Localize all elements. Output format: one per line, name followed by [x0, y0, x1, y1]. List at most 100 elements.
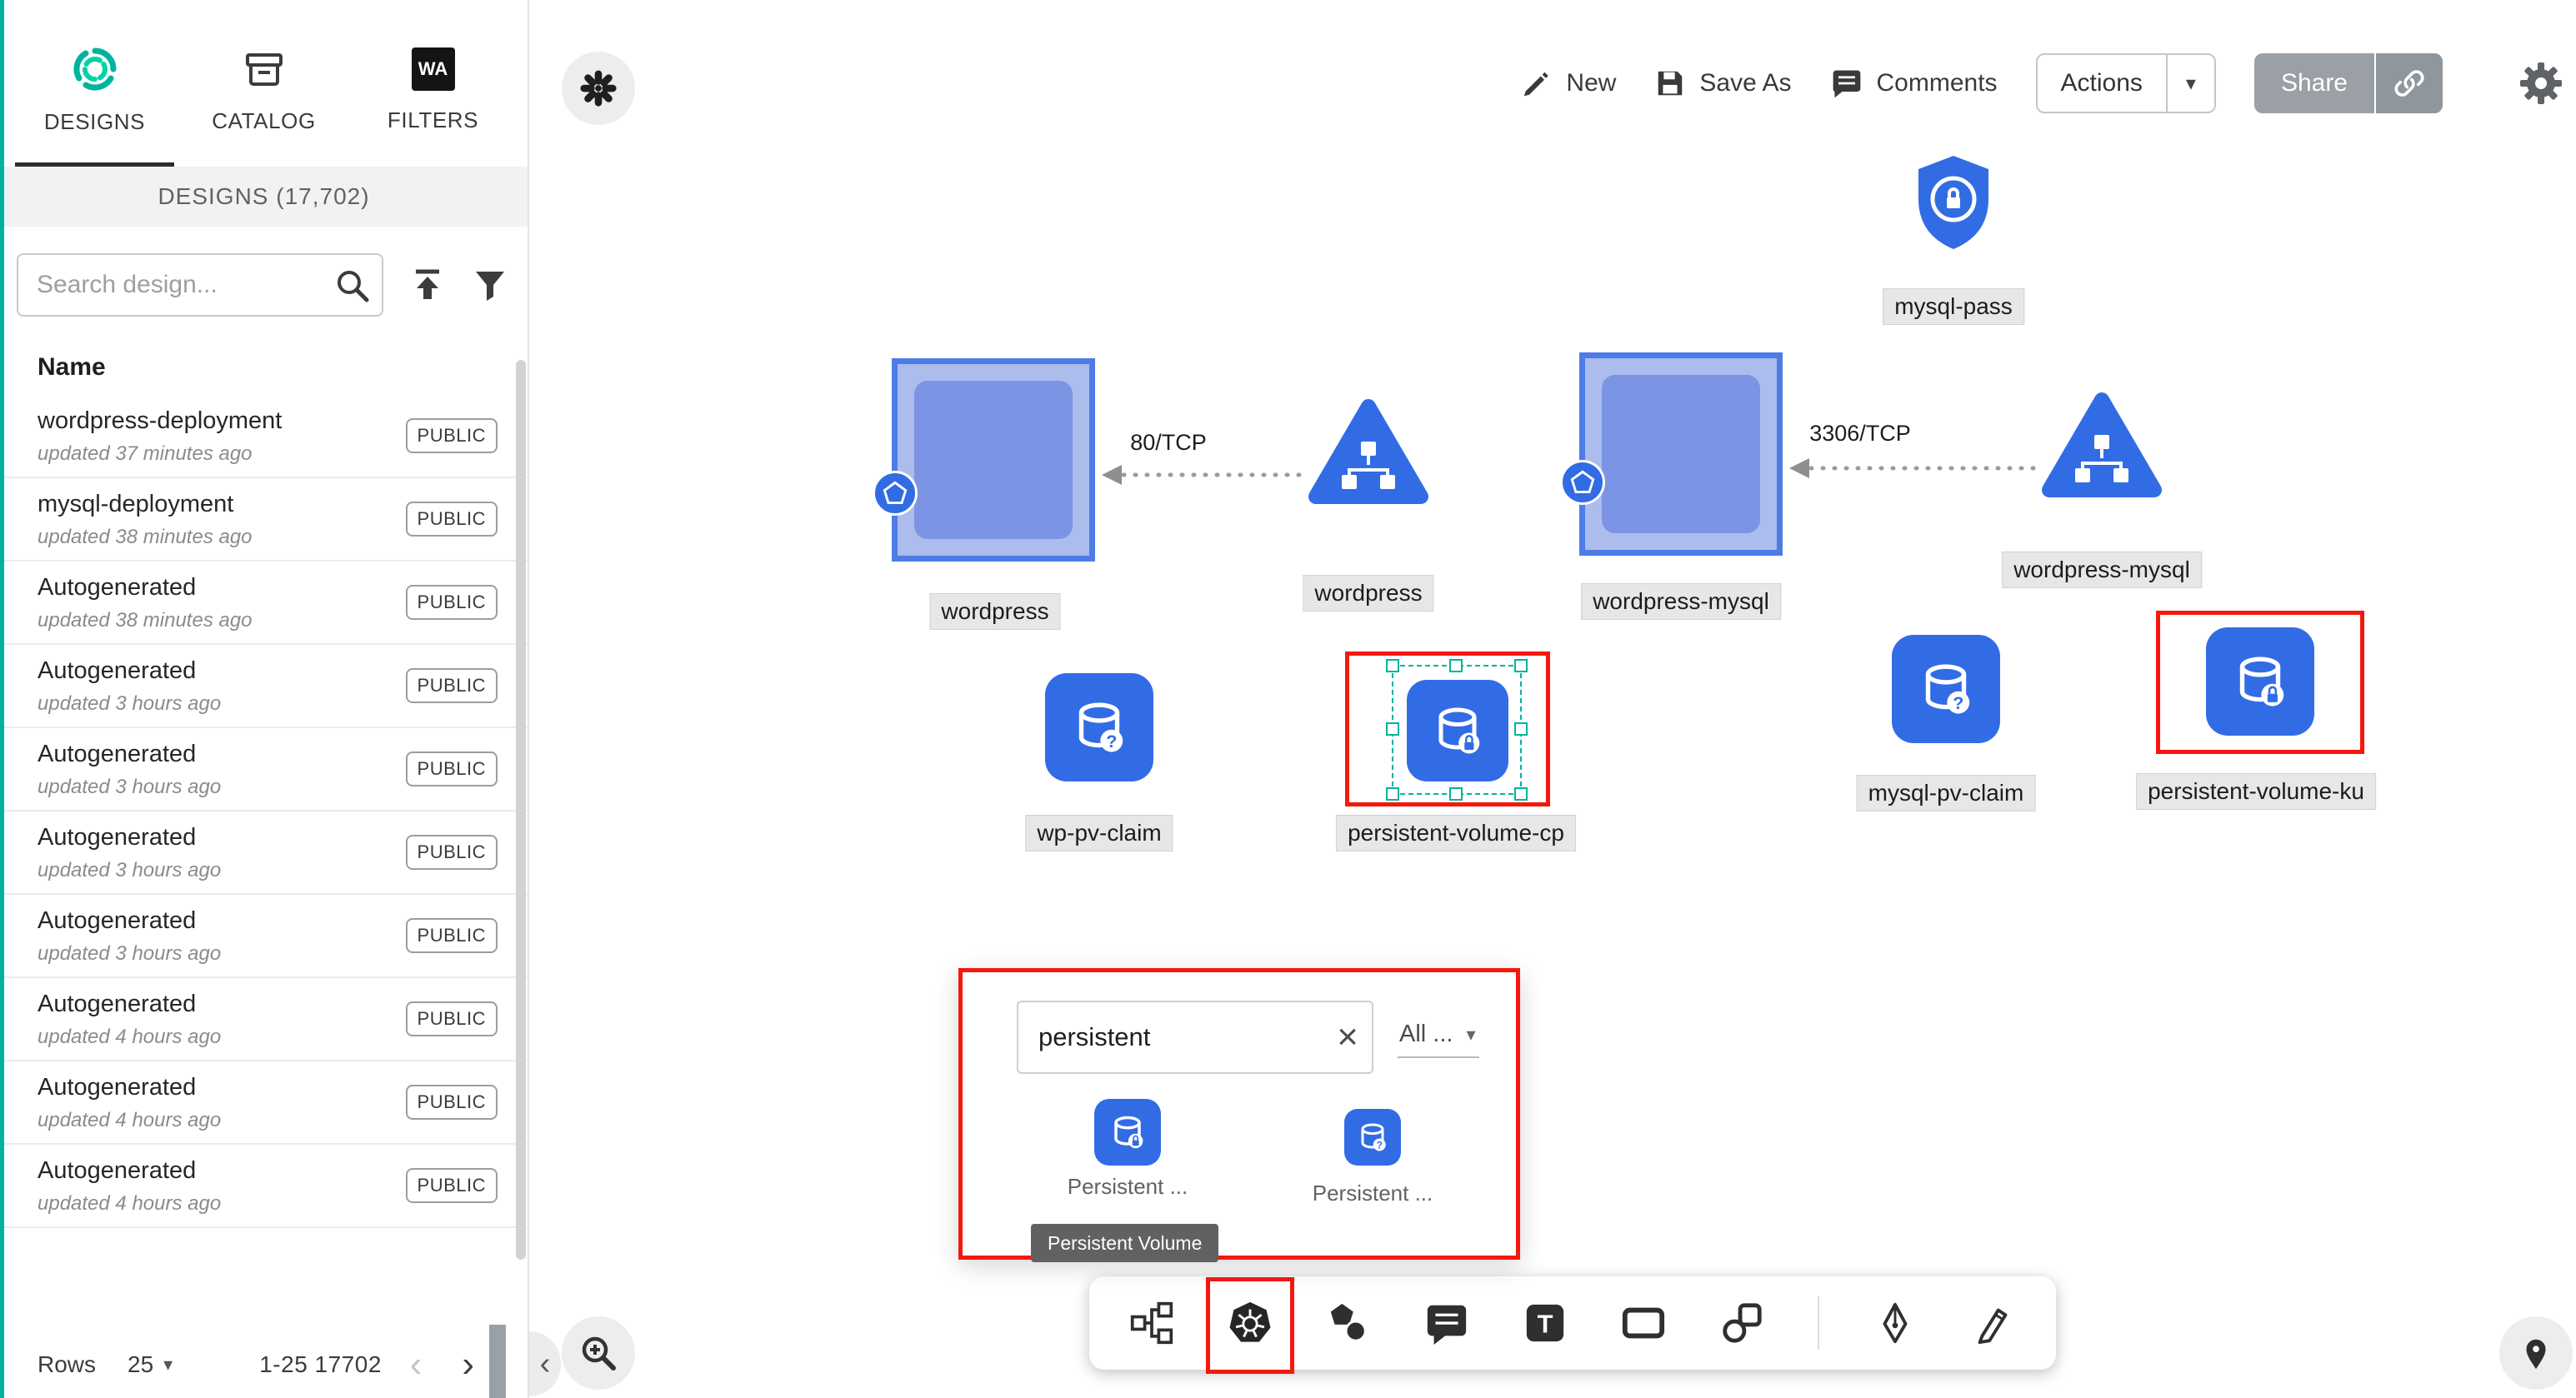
design-row[interactable]: Autogenerated updated 4 hours ago PUBLIC [0, 978, 528, 1061]
node-persistent-volume-cp[interactable] [1407, 680, 1508, 781]
design-row[interactable]: Autogenerated updated 3 hours ago PUBLIC [0, 895, 528, 978]
catalog-icon [245, 52, 283, 86]
rectangle-tool[interactable] [1621, 1301, 1666, 1346]
design-name: wordpress-deployment [38, 407, 283, 434]
share-button[interactable]: Share [2280, 69, 2348, 97]
marker-tool[interactable] [1971, 1301, 2016, 1346]
selection-rect[interactable] [1386, 659, 1528, 801]
canvas-toolbar: New Save As Comments Actions [1521, 53, 2564, 113]
media-shapes-tool[interactable] [1719, 1301, 1764, 1346]
result-persistent-volume-claim[interactable]: ? [1344, 1109, 1401, 1166]
resize-handle[interactable] [1449, 787, 1463, 801]
shapes-tool[interactable] [1326, 1301, 1371, 1346]
resize-handle[interactable] [1514, 787, 1528, 801]
next-page-button[interactable]: › [462, 1344, 474, 1385]
actions-split-button[interactable]: Actions ▾ [2035, 53, 2216, 113]
search-icon[interactable] [333, 267, 372, 305]
node-wordpress-mysql-service[interactable] [2039, 383, 2164, 512]
visibility-badge: PUBLIC [405, 835, 498, 870]
sidebar-scrollbar[interactable] [516, 360, 526, 1260]
result-label: Persistent ... [1312, 1181, 1433, 1206]
import-design-icon[interactable] [408, 266, 447, 304]
tab-catalog-label: CATALOG [212, 107, 316, 133]
share-split-button[interactable]: Share [2253, 53, 2443, 113]
visibility-badge: PUBLIC [405, 418, 498, 453]
design-updated: updated 4 hours ago [38, 1192, 222, 1215]
node-persistent-volume-ku[interactable] [2206, 627, 2314, 736]
rows-per-page-select[interactable]: 25 ▾ [128, 1351, 173, 1378]
design-updated: updated 4 hours ago [38, 1026, 222, 1048]
new-design-button[interactable]: New [1521, 67, 1616, 99]
node-label: wordpress [929, 593, 1061, 630]
tab-designs-label: DESIGNS [43, 108, 146, 134]
result-persistent-volume[interactable] [1094, 1099, 1161, 1166]
actions-button[interactable]: Actions [2060, 69, 2143, 97]
design-canvas[interactable]: New Save As Comments Actions [529, 0, 2576, 1398]
design-name: Autogenerated [38, 574, 197, 601]
pen-tool[interactable] [1873, 1301, 1918, 1346]
copy-link-button[interactable] [2374, 53, 2443, 113]
zoom-button[interactable] [562, 1316, 635, 1390]
resize-handle[interactable] [1449, 659, 1463, 672]
design-row[interactable]: wordpress-deployment updated 37 minutes … [0, 395, 528, 478]
node-label: wordpress-mysql [2002, 552, 2202, 588]
resize-handle[interactable] [1386, 722, 1399, 736]
comments-icon [1833, 70, 1860, 98]
actions-dropdown-toggle[interactable]: ▾ [2165, 55, 2214, 112]
components-flow-tool[interactable] [1129, 1301, 1174, 1346]
design-search-box [17, 253, 383, 317]
whiteboard-pen-button[interactable] [2499, 1316, 2573, 1390]
design-row[interactable]: Autogenerated updated 3 hours ago PUBLIC [0, 728, 528, 811]
settings-button[interactable] [2518, 60, 2564, 107]
search-row [0, 227, 528, 338]
visibility-badge: PUBLIC [405, 668, 498, 703]
pen-nib-icon [1883, 1302, 1908, 1344]
collapse-sidebar-button[interactable]: ‹ [529, 1331, 561, 1396]
resize-handle[interactable] [1386, 659, 1399, 672]
edge-wordpress-service-to-deployment[interactable] [1095, 457, 1304, 493]
design-search-input[interactable] [18, 255, 382, 315]
marker-icon [1978, 1308, 2008, 1345]
kubernetes-components-tool[interactable] [1206, 1277, 1294, 1374]
component-search-input[interactable] [1018, 1002, 1372, 1072]
design-name: Autogenerated [38, 657, 197, 684]
tab-designs[interactable]: DESIGNS [10, 13, 179, 167]
canvas-menu-button[interactable] [562, 52, 635, 125]
gear-icon [2520, 62, 2562, 104]
design-row[interactable]: Autogenerated updated 3 hours ago PUBLIC [0, 645, 528, 728]
node-wordpress-deployment[interactable] [873, 358, 1095, 562]
resize-handle[interactable] [1386, 787, 1399, 801]
comments-button[interactable]: Comments [1830, 67, 1998, 100]
resize-handle[interactable] [1514, 659, 1528, 672]
clear-search-icon[interactable]: × [1337, 1016, 1358, 1057]
design-row[interactable]: mysql-deployment updated 38 minutes ago … [0, 478, 528, 562]
resize-handle[interactable] [1514, 722, 1528, 736]
node-wordpress-service[interactable] [1306, 390, 1431, 518]
design-row[interactable]: Autogenerated updated 38 minutes ago PUB… [0, 562, 528, 645]
node-wordpress-mysql-deployment[interactable] [1560, 352, 1783, 556]
node-label: persistent-volume-ku [2136, 773, 2376, 810]
node-mysql-pass-secret[interactable] [1912, 152, 1995, 253]
previous-page-button[interactable]: ‹ [409, 1344, 423, 1385]
design-row[interactable]: Autogenerated updated 4 hours ago PUBLIC [0, 1061, 528, 1145]
pagination-range: 1-25 17702 [259, 1351, 382, 1377]
sidebar-scrollbar-bottom[interactable] [489, 1325, 506, 1398]
filter-funnel-icon[interactable] [472, 267, 508, 303]
text-tool[interactable]: T [1523, 1301, 1568, 1346]
design-name: Autogenerated [38, 907, 197, 934]
category-filter-dropdown[interactable]: All ... ▾ [1398, 1021, 1479, 1058]
design-row[interactable]: Autogenerated updated 4 hours ago PUBLIC [0, 1145, 528, 1228]
comment-tool[interactable] [1424, 1301, 1469, 1346]
design-row[interactable]: Autogenerated updated 3 hours ago PUBLIC [0, 811, 528, 895]
chevron-down-icon: ▾ [2185, 72, 2196, 95]
rows-label: Rows [38, 1351, 97, 1377]
save-as-button[interactable]: Save As [1654, 67, 1792, 99]
edge-mysql-service-to-deployment[interactable] [1783, 450, 2042, 487]
tab-catalog[interactable]: CATALOG [179, 13, 348, 167]
design-list: wordpress-deployment updated 37 minutes … [0, 395, 528, 1228]
node-mysql-pv-claim[interactable]: ? [1892, 635, 2000, 743]
tab-filters[interactable]: WA FILTERS [348, 13, 518, 167]
comment-icon [1427, 1305, 1467, 1346]
chevron-down-icon: ▾ [1466, 1023, 1476, 1045]
node-wp-pv-claim[interactable]: ? [1045, 673, 1153, 781]
